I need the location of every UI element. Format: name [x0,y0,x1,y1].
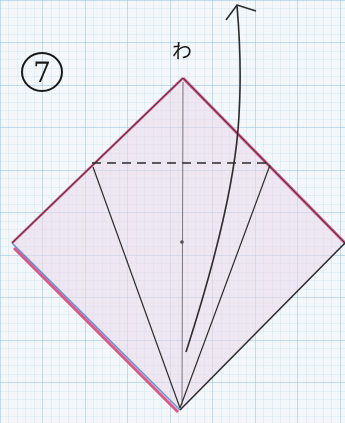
step-number-label: 7 [33,56,51,89]
center-point [180,240,184,244]
top-mark-label: わ [172,39,192,63]
